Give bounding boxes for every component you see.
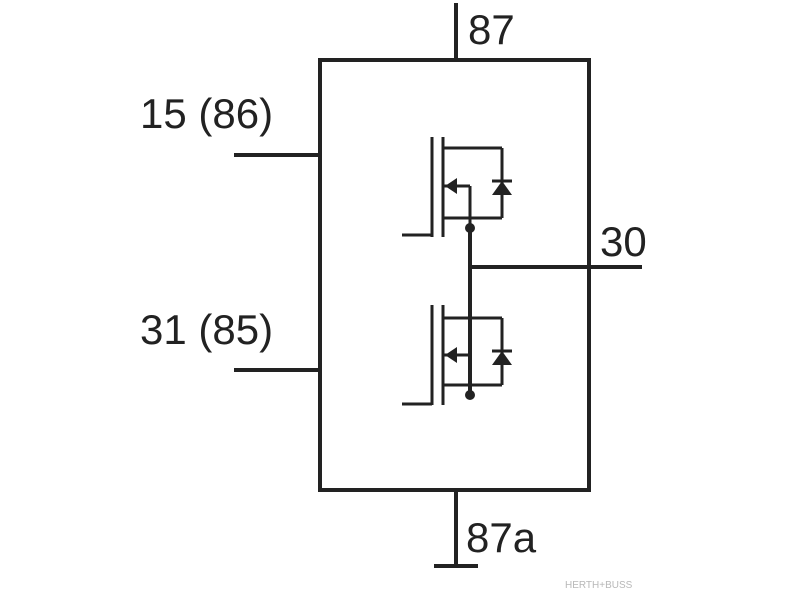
mosfet-upper-arrow xyxy=(445,178,457,194)
mosfet-lower-junction xyxy=(465,390,475,400)
relay-housing xyxy=(318,58,591,492)
watermark-text: HERTH+BUSS xyxy=(565,580,633,591)
mosfet-lower-arrow xyxy=(445,347,457,363)
pin-87-label: 87 xyxy=(468,6,515,53)
mosfet-lower-diode xyxy=(492,351,512,365)
pin-87a-label: 87a xyxy=(466,514,537,561)
pin-15-label: 15 (86) xyxy=(140,90,273,137)
mosfet-upper-diode xyxy=(492,181,512,195)
pin-30-label: 30 xyxy=(600,218,647,265)
pin-31-label: 31 (85) xyxy=(140,306,273,353)
mosfet-upper-junction xyxy=(465,223,475,233)
mosfet-lower-icon xyxy=(402,305,512,406)
